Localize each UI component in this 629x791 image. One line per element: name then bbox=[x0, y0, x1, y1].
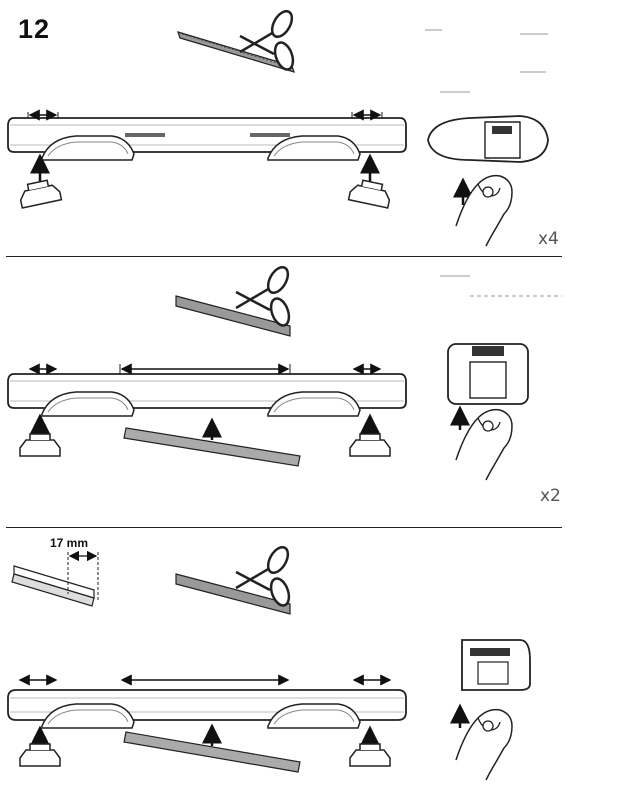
panel-1-strip-cut bbox=[177, 6, 298, 74]
panel-divider-2 bbox=[6, 527, 562, 528]
panel-1-bar bbox=[7, 109, 407, 209]
panel-1-faint-marks bbox=[425, 29, 548, 93]
panel-2-bar bbox=[7, 363, 407, 467]
quantity-label-panel-1: x4 bbox=[538, 229, 559, 249]
quantity-label-panel-2: x2 bbox=[540, 486, 561, 506]
panel-divider-1 bbox=[6, 256, 562, 257]
panel-1-profile-detail bbox=[427, 115, 549, 247]
panel-2-profile-detail bbox=[447, 343, 529, 481]
panel-3-strip-cut bbox=[175, 542, 294, 615]
measurement-label: 17 mm bbox=[50, 536, 89, 550]
panel-3-bar bbox=[7, 674, 407, 773]
panel-2-faint-marks bbox=[440, 275, 562, 297]
panel-3-profile-end bbox=[11, 550, 99, 607]
step-number: 12 bbox=[18, 14, 51, 44]
panel-2-strip-cut bbox=[175, 262, 294, 337]
panel-3-profile-detail bbox=[450, 639, 531, 781]
